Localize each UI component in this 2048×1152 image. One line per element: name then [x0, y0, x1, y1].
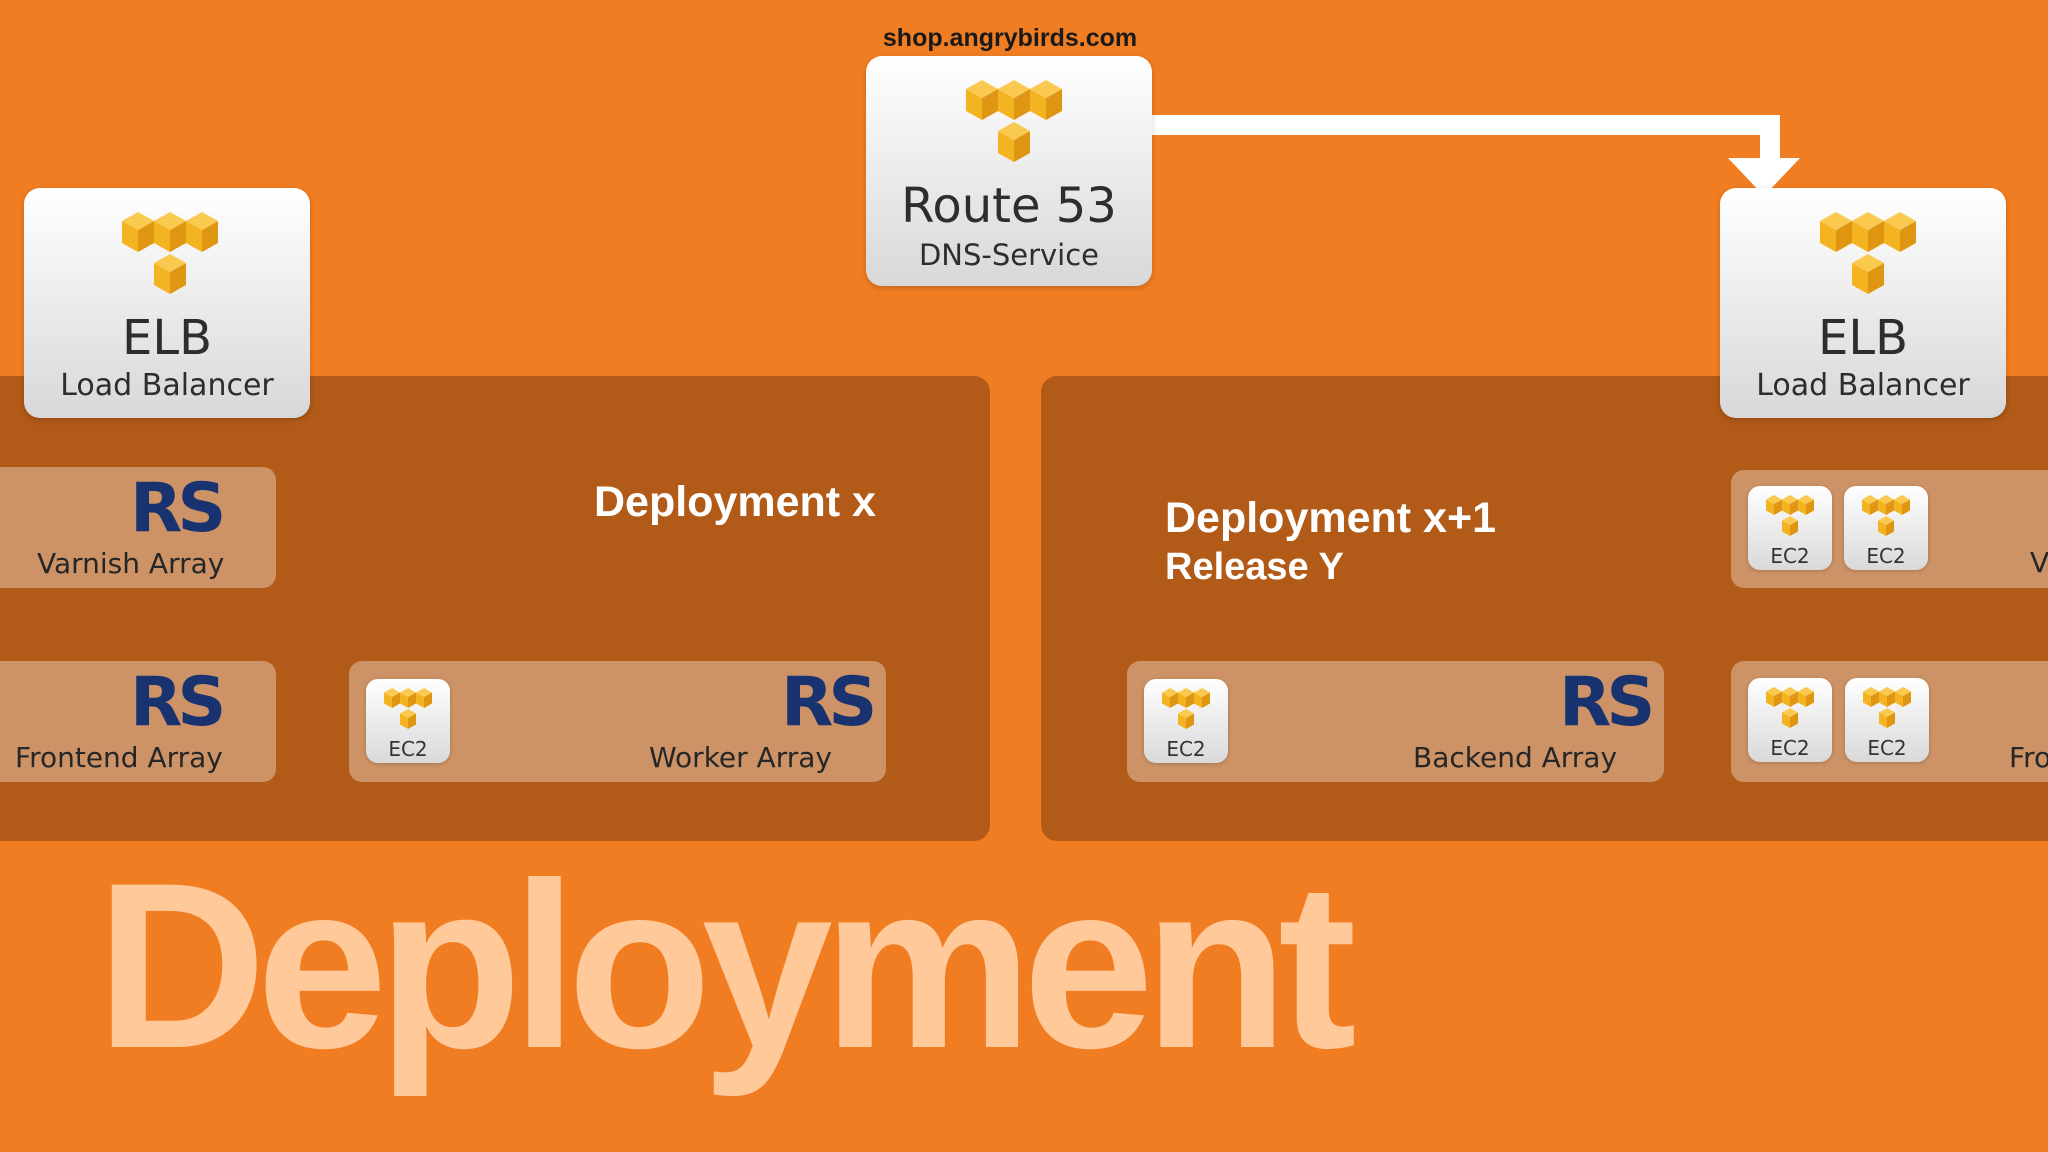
- frontend-array-left: RS Frontend Array: [0, 661, 276, 782]
- worker-array: EC2 RS Worker Array: [349, 661, 886, 782]
- release-label: Release Y: [1165, 546, 1344, 588]
- rightscale-logo: RS: [130, 469, 226, 548]
- rightscale-logo: RS: [1559, 663, 1655, 742]
- rightscale-logo: RS: [130, 663, 226, 742]
- rightscale-logo: RS: [781, 663, 877, 742]
- elb-right-title: ELB: [1818, 310, 1908, 366]
- elb-left-title: ELB: [122, 310, 212, 366]
- aws-cubes-icon: [1162, 688, 1210, 729]
- elb-right-card: ELB Load Balancer: [1720, 188, 2006, 418]
- worker-array-label: Worker Array: [649, 741, 832, 774]
- route53-title: Route 53: [901, 178, 1117, 234]
- route53-subtitle: DNS-Service: [918, 238, 1100, 272]
- varnish-array-left: RS Varnish Array: [0, 467, 276, 588]
- ec2-instance: EC2: [1844, 486, 1928, 570]
- ec2-instance: EC2: [366, 679, 450, 763]
- backend-array-label: Backend Array: [1413, 741, 1618, 774]
- aws-cubes-icon: [966, 80, 1062, 162]
- elb-right-subtitle: Load Balancer: [1756, 368, 1970, 403]
- aws-cubes-icon: [1862, 495, 1910, 536]
- aws-cubes-icon: [1863, 687, 1911, 728]
- frontend-array-label-partial: Fro: [2009, 741, 2048, 774]
- aws-cubes-icon: [384, 688, 432, 729]
- elb-left-subtitle: Load Balancer: [60, 368, 274, 403]
- aws-cubes-icon: [1766, 687, 1814, 728]
- varnish-array-label-partial: V: [2030, 546, 2048, 579]
- ec2-instance: EC2: [1845, 678, 1929, 762]
- ec2-instance: EC2: [1748, 486, 1832, 570]
- aws-cubes-icon: [1766, 495, 1814, 536]
- route53-card: Route 53 DNS-Service: [866, 56, 1152, 286]
- frontend-array-label: Frontend Array: [15, 741, 223, 774]
- varnish-array-label: Varnish Array: [37, 547, 225, 580]
- deployment-x-label: Deployment x: [594, 478, 876, 526]
- frontend-array-right: EC2 EC2 Fro: [1731, 661, 2048, 782]
- varnish-array-right: EC2 EC2 V: [1731, 470, 2048, 588]
- dns-hostname: shop.angrybirds.com: [882, 24, 1138, 52]
- backend-array: EC2 RS Backend Array: [1127, 661, 1664, 782]
- deployment-x1-label: Deployment x+1: [1165, 494, 1496, 542]
- aws-cubes-icon: [1820, 212, 1916, 294]
- elb-left-card: ELB Load Balancer: [24, 188, 310, 418]
- page-title: Deployment: [96, 834, 1357, 1098]
- aws-cubes-icon: [122, 212, 218, 294]
- ec2-instance: EC2: [1144, 679, 1228, 763]
- ec2-instance: EC2: [1748, 678, 1832, 762]
